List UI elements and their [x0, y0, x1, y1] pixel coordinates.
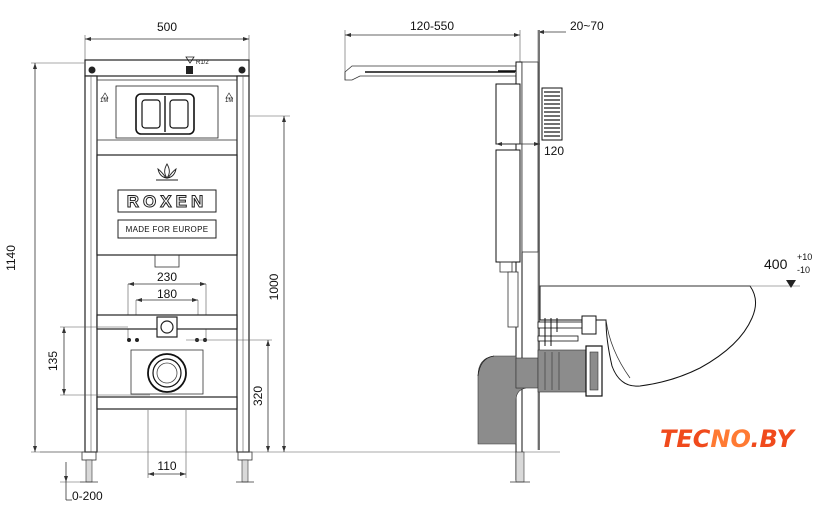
drain-outlet — [147, 353, 187, 393]
water-inlet — [186, 66, 193, 74]
brand-name: ROXEN — [127, 192, 207, 211]
dim-feet-adjust: 0-200 — [60, 462, 103, 503]
dim-studs-height: 135 — [46, 326, 150, 396]
flush-button-small — [141, 99, 161, 129]
wc-pan — [539, 285, 800, 387]
side-studs — [537, 315, 597, 346]
flush-button-large — [169, 99, 189, 129]
water-connector — [156, 316, 178, 338]
foot-leg-right — [241, 459, 249, 483]
dim-label-120: 120 — [544, 144, 564, 158]
frame-upper — [96, 79, 238, 141]
front-view: 500 1140 R1/2 1M 1M — [4, 20, 560, 503]
drain-pipe — [537, 349, 595, 393]
wall-bracket — [344, 65, 521, 81]
foot-leg-left — [85, 459, 93, 483]
lotus-icon — [156, 163, 178, 181]
dim-height-flush: 1000 — [249, 115, 290, 452]
cistern-upper — [495, 83, 521, 145]
stud-hole — [127, 338, 131, 342]
watermark-part-no: NO — [710, 425, 750, 453]
watermark-part-by: .BY — [750, 425, 796, 453]
dim-label-1140: 1140 — [4, 245, 18, 271]
foot-plate-right — [237, 451, 253, 461]
dim-label-230: 230 — [157, 270, 177, 284]
cistern-body — [495, 149, 521, 263]
dim-label-180: 180 — [157, 287, 177, 301]
dim-label-110: 110 — [157, 459, 176, 473]
dim-frame-depth: 120 — [496, 142, 564, 158]
inlet-label: R1/2 — [196, 60, 209, 66]
level-right: 1M — [225, 98, 233, 104]
mount-hole-right — [238, 66, 246, 74]
dim-height-total: 1140 — [4, 62, 84, 453]
dim-label-20-70: 20~70 — [570, 19, 604, 33]
frame-top-rail — [84, 59, 250, 77]
dim-tol-minus: -10 — [797, 265, 810, 275]
dim-label-1000: 1000 — [267, 273, 281, 300]
drain-box — [130, 349, 204, 395]
level-left: 1M — [100, 98, 108, 104]
dim-label-135: 135 — [46, 351, 60, 371]
brand-box — [117, 189, 217, 213]
brand-tagline: MADE FOR EUROPE — [126, 225, 209, 234]
mount-hole-left — [88, 66, 96, 74]
dim-drain-width: 110 — [147, 410, 187, 478]
dim-width-total: 500 — [84, 20, 250, 60]
dim-label-500: 500 — [157, 20, 177, 34]
frame-lower-rail — [96, 396, 238, 410]
side-foot — [515, 451, 525, 483]
drain-elbow — [477, 345, 603, 445]
tagline-box — [117, 219, 217, 239]
dim-label-0-200: 0-200 — [72, 489, 103, 503]
dim-wall-gap: 20~70 — [537, 19, 604, 62]
dim-label-120-550: 120-550 — [410, 19, 454, 33]
dim-tol-plus: +10 — [797, 252, 812, 262]
flush-pipe — [507, 271, 519, 328]
watermark-part-tec: TEC — [660, 425, 711, 453]
dim-label-320: 320 — [251, 386, 265, 406]
wall-line — [538, 30, 540, 450]
flush-coil — [541, 87, 563, 141]
cistern-outlet — [499, 261, 513, 273]
foot-plate-left — [81, 451, 97, 461]
dim-depth-range: 120-550 — [344, 19, 521, 80]
dim-seat-height: 400 +10 -10 — [764, 252, 812, 288]
dim-label-400: 400 — [764, 256, 788, 272]
side-view: 120-550 20~70 — [344, 19, 812, 483]
watermark-logo: TECNO.BY — [660, 425, 796, 453]
dim-height-drain: 320 — [186, 339, 272, 452]
svg-text:TECNO.BY: TECNO.BY — [660, 425, 796, 453]
stud-hole — [135, 338, 139, 342]
dim-studs-width: 230 180 — [127, 270, 207, 340]
cistern-neck — [154, 254, 180, 268]
side-frame-bracket — [521, 61, 539, 253]
